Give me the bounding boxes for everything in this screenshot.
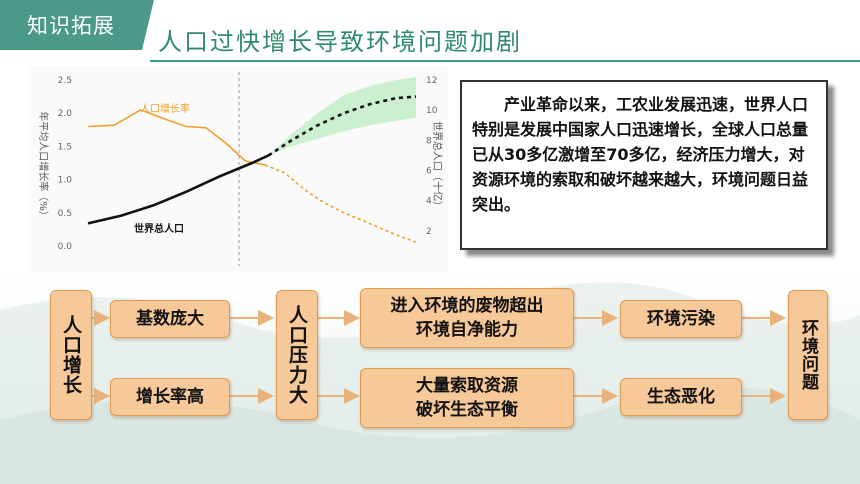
left-tick-label: 1.0: [58, 176, 73, 186]
world-population-line: [87, 154, 269, 225]
description-textbox: 产业革命以来，工农业发展迅速，世界人口特别是发展中国家人口迅速增长，全球人口总量…: [460, 80, 828, 250]
section-tag-fold: [142, 0, 154, 50]
right-axis-ticks: 12 10 8 6 4 2: [426, 76, 438, 237]
page-title: 人口过快增长导致环境问题加剧: [158, 28, 522, 56]
left-axis-ticks: 2.5 2.0 1.5 1.0 0.5 0.0: [58, 76, 73, 252]
node-extract-line2: 破坏生态平衡: [416, 400, 518, 420]
left-axis-label: 年平均人口增长率（%）: [37, 111, 50, 221]
growth-rate-projection-line: [264, 164, 417, 243]
node-large-base: 基数庞大: [110, 300, 230, 338]
right-axis-label: 世界总人口（十亿）: [431, 121, 444, 211]
right-tick-label: 6: [426, 167, 432, 177]
left-tick-label: 0.5: [58, 209, 72, 219]
node-waste-exceeds: 进入环境的废物超出 环境自净能力: [360, 288, 574, 348]
left-tick-label: 1.5: [58, 142, 72, 152]
node-high-rate: 增长率高: [110, 378, 230, 416]
left-tick-label: 0.0: [58, 242, 73, 252]
section-tag: 知识拓展: [0, 0, 142, 50]
title-underline: [150, 60, 860, 62]
node-waste-line2: 环境自净能力: [416, 320, 518, 340]
right-tick-label: 4: [426, 197, 432, 207]
left-tick-label: 2.0: [58, 109, 73, 119]
node-waste-line1: 进入环境的废物超出: [390, 296, 544, 316]
node-population-growth: 人口增长: [50, 290, 92, 420]
series-label-world-population: 世界总人口: [134, 222, 184, 235]
node-extract-line1: 大量索取资源: [416, 376, 518, 396]
node-pollution: 环境污染: [620, 300, 742, 338]
series-label-growth-rate: 人口增长率: [140, 102, 190, 115]
node-population-pressure: 人口压力大: [276, 290, 318, 420]
growth-rate-line: [87, 109, 266, 166]
node-eco-damage: 生态恶化: [620, 378, 742, 416]
right-tick-label: 12: [426, 76, 437, 86]
node-env-problem: 环境问题: [788, 290, 828, 420]
projection-band: [268, 77, 416, 156]
right-tick-label: 8: [426, 136, 432, 146]
left-tick-label: 2.5: [58, 76, 72, 86]
node-extract-resources: 大量索取资源 破坏生态平衡: [360, 368, 574, 428]
population-chart: 年平均人口增长率（%） 世界总人口（十亿） 2.5 2.0 1.5 1.0 0.5 0.0…: [28, 66, 448, 272]
right-tick-label: 2: [426, 227, 432, 237]
world-population-projection-line: [267, 95, 417, 157]
right-tick-label: 10: [426, 106, 438, 116]
